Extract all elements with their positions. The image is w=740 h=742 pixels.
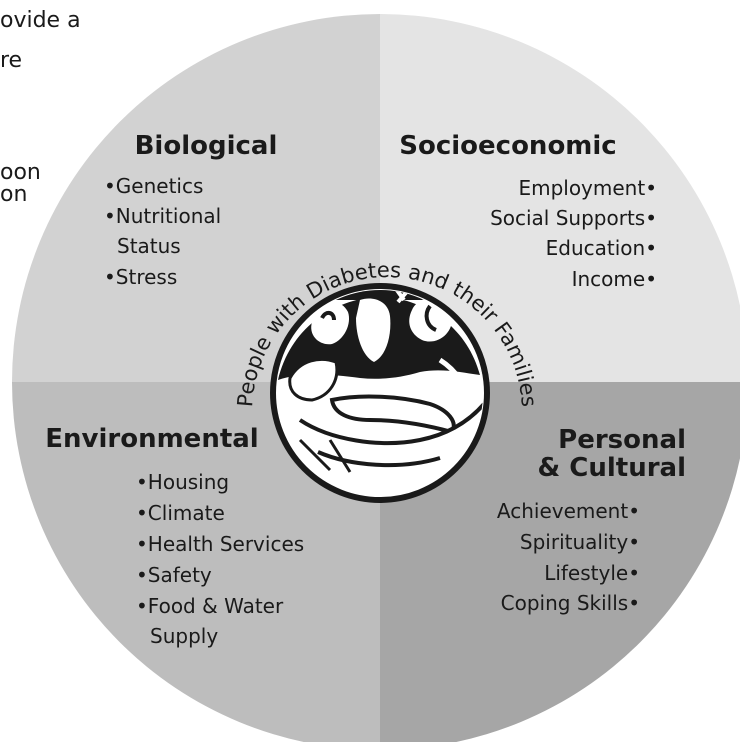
personal-item: Coping Skills• [501,591,640,615]
environmental-item: •Food & Water [136,594,284,618]
margin-text-fragment: ovide a [0,8,81,33]
socioeconomic-item: Employment• [518,176,657,200]
biological-item: Status [117,234,181,258]
biological-item: •Genetics [104,174,203,198]
family-embrace-icon [270,283,490,503]
quadrant-environmental [12,382,380,742]
environmental-item: •Health Services [136,532,304,556]
environmental-item: •Climate [136,501,225,525]
socioeconomic-item: Social Supports• [490,206,657,230]
margin-text-fragment: oon [0,160,41,185]
biological-title: Biological [135,131,278,161]
personal-item: Lifestyle• [544,561,640,585]
socioeconomic-title: Socioeconomic [399,131,616,161]
quadrant-socioeconomic [380,14,740,382]
environmental-item: Supply [150,624,218,648]
personal-item: Achievement• [497,499,640,523]
personal-item: Spirituality• [520,530,640,554]
environmental-item: •Safety [136,563,212,587]
socioeconomic-item: Income• [572,267,657,291]
margin-text-fragment: re [0,48,23,73]
biological-item: •Nutritional [104,204,221,228]
quadrant-personal-cultural [380,382,740,742]
personal-title: Personal [558,425,686,455]
biological-item: •Stress [104,265,177,289]
margin-text-fragment: on [0,182,28,207]
quadrant-biological [12,14,380,382]
socioeconomic-item: Education• [546,236,657,260]
environmental-item: •Housing [136,470,229,494]
environmental-title: Environmental [45,424,258,454]
cultural-title: & Cultural [538,453,686,483]
